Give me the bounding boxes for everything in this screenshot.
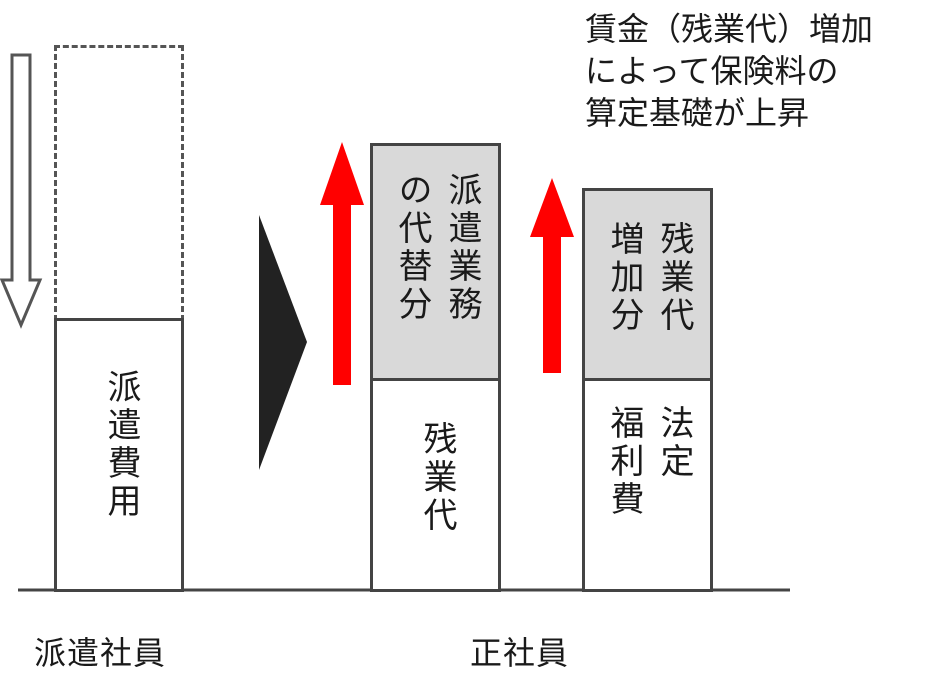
substitute-work-label-line2: の代替分: [392, 172, 432, 324]
haken-removed-block: [54, 45, 184, 321]
overtime-increase-label-line2: 増加分: [604, 221, 644, 335]
overtime-block: 残業代: [370, 378, 501, 592]
overtime-increase-block: 残業代 増加分: [582, 188, 713, 383]
substitute-work-block: 派遣業務 の代替分: [370, 143, 501, 383]
welfare-cost-block: 法定 福利費: [582, 378, 713, 592]
annotation-line-3: 算定基礎が上昇: [585, 94, 810, 132]
haken-cost-label: 派遣費用: [101, 369, 141, 521]
seishain-group-label: 正社員: [470, 634, 570, 672]
overtime-increase-label-line1: 残業代: [654, 221, 694, 335]
decrease-arrow-icon: [0, 53, 43, 329]
transition-arrow-icon: [259, 215, 307, 470]
welfare-cost-label-line2: 福利費: [604, 405, 644, 519]
increase-arrow-icon-2: [530, 178, 574, 373]
increase-arrow-icon-1: [320, 142, 364, 385]
substitute-work-label-line1: 派遣業務: [442, 172, 482, 324]
annotation-line-1: 賃金（残業代）増加: [585, 10, 874, 48]
haken-cost-block: 派遣費用: [54, 318, 184, 592]
welfare-cost-label-line1: 法定: [654, 405, 694, 481]
annotation-note: 賃金（残業代）増加 によって保険料の 算定基礎が上昇: [585, 8, 873, 134]
annotation-line-2: によって保険料の: [585, 52, 839, 90]
haken-group-label: 派遣社員: [34, 634, 167, 672]
overtime-label: 残業代: [417, 421, 457, 535]
